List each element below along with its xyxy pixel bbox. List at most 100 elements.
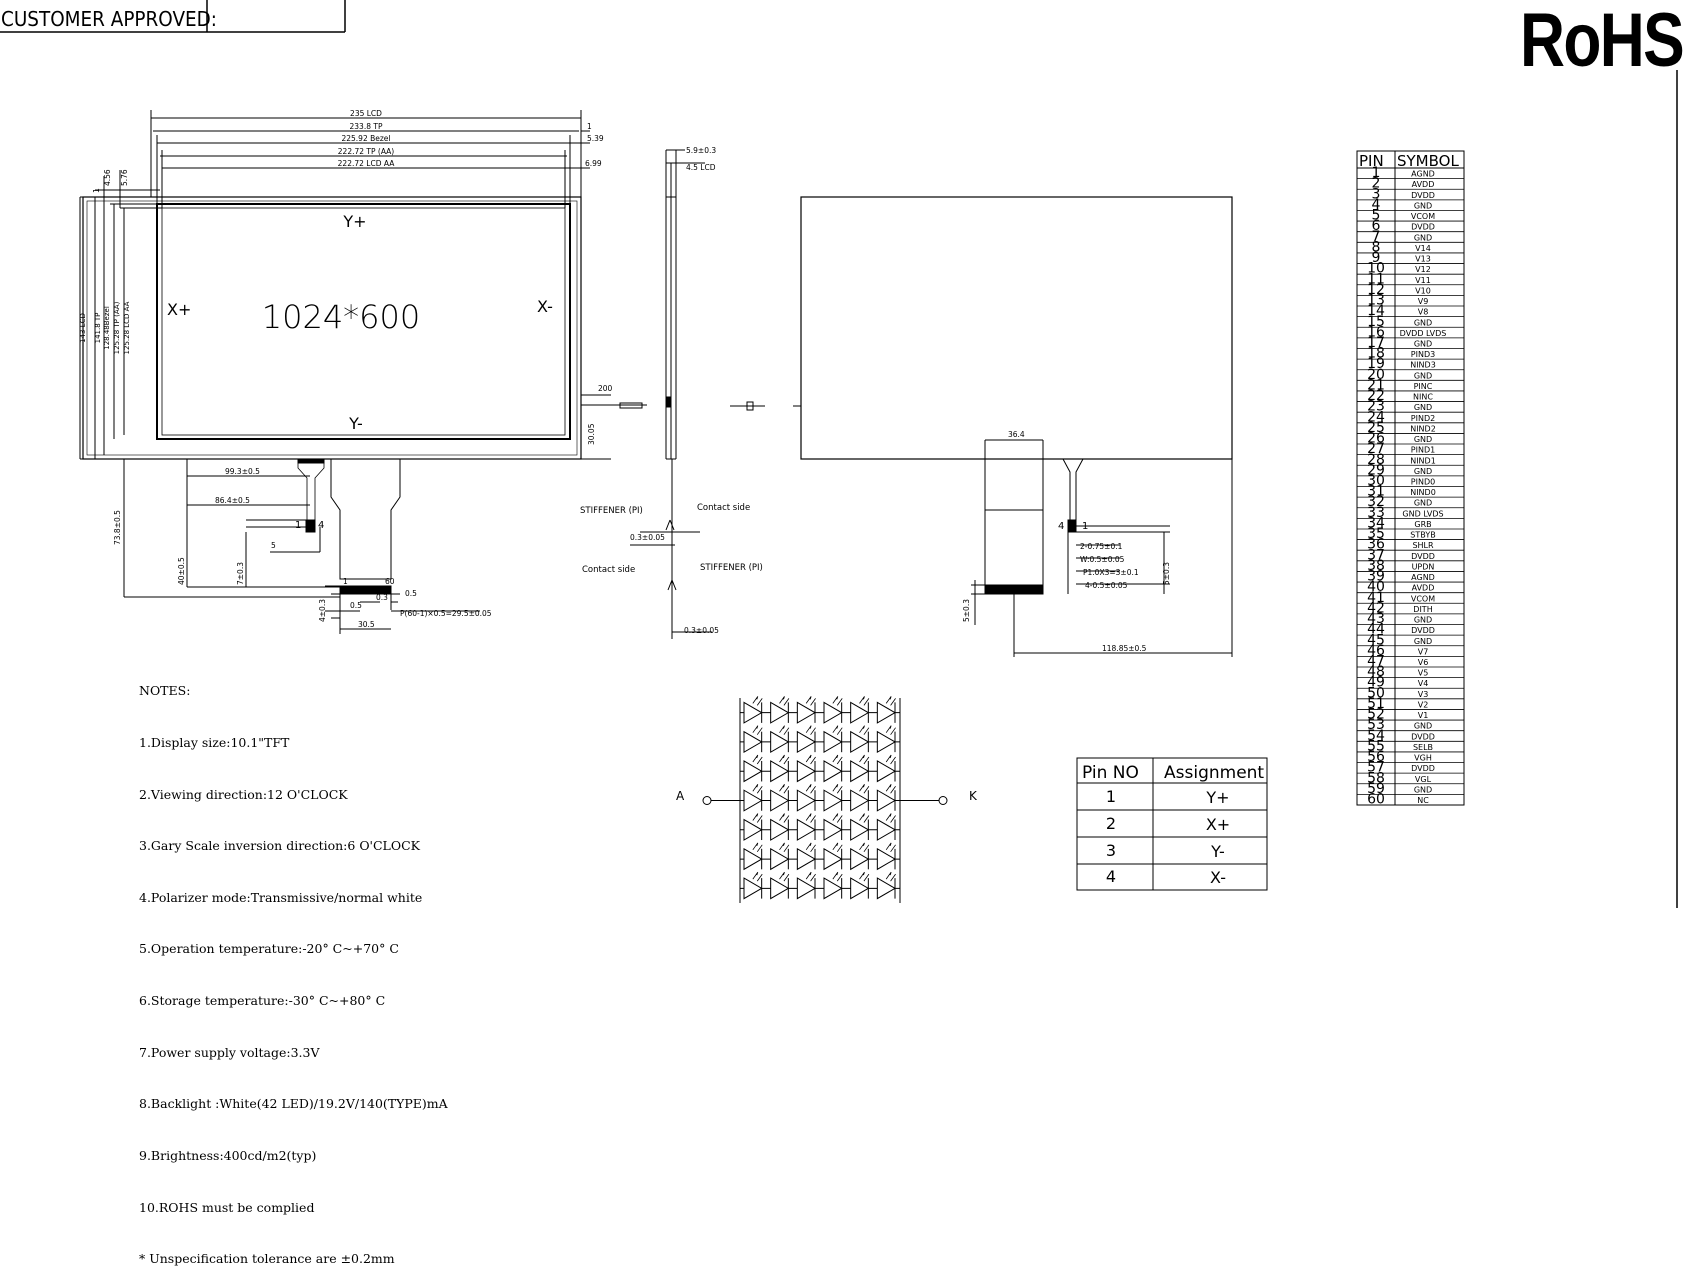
pin-symbol: DVDD LVDS <box>1400 329 1447 338</box>
led-diode <box>876 847 896 871</box>
led-diode <box>850 701 870 724</box>
pin-symbol: DVDD <box>1411 764 1435 773</box>
pin-number: 43 <box>1367 611 1385 627</box>
pin-number: 22 <box>1367 388 1385 404</box>
pin-number: 60 <box>1367 792 1385 808</box>
led-emission-arrow <box>885 696 896 706</box>
note-item: 8.Backlight :White(42 LED)/19.2V/140(TYP… <box>139 1096 448 1112</box>
pin-symbol: AVDD <box>1412 180 1435 189</box>
led-diode <box>796 760 816 783</box>
dim-lcd-aa: 222.72 LCD AA <box>338 159 396 168</box>
led-emission-arrow <box>859 725 870 735</box>
led-diode <box>770 789 790 812</box>
dim-right-539: 5.39 <box>587 134 604 143</box>
dim-5: 5 <box>271 541 276 550</box>
pin-symbol: STBYB <box>1410 531 1435 540</box>
pin-number: 38 <box>1367 558 1385 574</box>
y-plus-label: Y+ <box>342 212 366 231</box>
conn-pin-60: 60 <box>385 577 395 586</box>
note-item: 5.Operation temperature:-20° C~+70° C <box>139 941 399 957</box>
side-stiffener-2: STIFFENER (PI) <box>700 563 763 573</box>
pin-header-symbol: SYMBOL <box>1397 152 1459 170</box>
led-emission-arrow <box>832 725 843 735</box>
pin-symbol: V2 <box>1418 700 1429 709</box>
side-view-drawing: 5.9±0.3 4.5 LCD STIFFENER (PI) Contact s… <box>580 146 765 639</box>
pin-number: 56 <box>1367 749 1385 765</box>
pin-number: 16 <box>1367 324 1385 340</box>
pin-symbol: GND <box>1414 339 1432 348</box>
led-diode <box>743 818 763 841</box>
pin-number: 15 <box>1367 314 1385 330</box>
led-diode <box>770 760 790 783</box>
pin-symbol: GND <box>1414 616 1432 625</box>
pin-symbol: V6 <box>1418 658 1429 667</box>
conn-0-5b: 0.5 <box>350 601 362 610</box>
touch-row-pin: 1 <box>1106 787 1116 806</box>
notes-title: NOTES: <box>139 683 191 699</box>
led-diode <box>876 730 896 754</box>
led-diode <box>796 818 816 841</box>
touch-row-assign: X+ <box>1206 815 1230 834</box>
pin-number: 13 <box>1367 293 1385 309</box>
pin-symbol: DITH <box>1413 605 1432 614</box>
pin-symbol: V3 <box>1418 690 1429 699</box>
pin-symbol: VGH <box>1414 754 1432 763</box>
pin-number: 27 <box>1367 441 1385 457</box>
note-item: 6.Storage temperature:-30° C~+80° C <box>139 993 386 1009</box>
dim-40: 40±0.5 <box>177 557 186 585</box>
pin-number: 20 <box>1367 367 1385 383</box>
pin-symbol: DVDD <box>1411 626 1435 635</box>
pin-symbol: UPDN <box>1412 562 1435 571</box>
dim-125-tp-aa: 125.28 TP (AA) <box>113 301 121 354</box>
led-emission-arrow <box>885 813 896 823</box>
pin-number: 52 <box>1367 707 1385 723</box>
pin-number: 11 <box>1367 271 1385 287</box>
pin-symbol: GND <box>1414 233 1432 242</box>
led-emission-arrow <box>885 725 896 735</box>
conn-0-3: 0.3 <box>376 593 388 602</box>
pin-symbol: V12 <box>1415 265 1431 274</box>
pin-number: 55 <box>1367 738 1385 754</box>
side-dim-5-9: 5.9±0.3 <box>686 146 716 155</box>
led-emission-arrow <box>859 754 870 765</box>
pin-symbol: GND <box>1414 403 1432 412</box>
pin-number: 58 <box>1367 770 1385 786</box>
side-dim-4-5: 4.5 LCD <box>686 163 716 172</box>
pin-symbol: GND <box>1414 435 1432 444</box>
pin-number: 21 <box>1367 377 1385 393</box>
pin-symbol: SHLR <box>1412 541 1434 550</box>
led-diode <box>743 877 763 900</box>
pin-number: 3 <box>1372 186 1381 202</box>
led-diode <box>796 877 816 900</box>
pin-symbol: GND <box>1414 467 1432 476</box>
pin-symbol: DVDD <box>1411 191 1435 200</box>
led-emission-arrow <box>752 871 763 882</box>
dim-right-1: 1 <box>587 122 592 131</box>
pin-number: 44 <box>1367 622 1385 638</box>
pin-symbol: V7 <box>1418 647 1429 656</box>
pin-number: 34 <box>1367 515 1385 531</box>
led-emission-arrow <box>752 842 763 853</box>
led-emission-arrow <box>752 754 763 765</box>
led-diode <box>850 760 870 783</box>
conn-pitch: P(60-1)×0.5=29.5±0.05 <box>400 609 492 618</box>
pin-number: 50 <box>1367 685 1385 701</box>
pin-symbol: V4 <box>1418 679 1429 688</box>
pin-number: 40 <box>1367 579 1385 595</box>
led-emission-arrow <box>832 754 843 765</box>
touch-pin-table: Pin NO Assignment 1 Y+ 2 X+ 3 Y- 4 X- <box>1076 757 1268 891</box>
led-diode <box>876 760 896 783</box>
led-diode <box>770 701 790 724</box>
pin-symbol: GND <box>1414 371 1432 380</box>
led-emission-arrow <box>779 842 790 853</box>
led-diode <box>796 789 816 812</box>
back-dim-4: 4 <box>1058 521 1064 532</box>
y-minus-label: Y- <box>348 414 363 433</box>
pin-number: 54 <box>1367 728 1385 744</box>
back-dim-5-b: 5±0.3 <box>1162 562 1171 585</box>
pin-number: 24 <box>1367 409 1385 425</box>
led-emission-arrow <box>885 871 896 882</box>
pin-symbol: V10 <box>1415 286 1431 295</box>
led-emission-arrow <box>752 696 763 706</box>
